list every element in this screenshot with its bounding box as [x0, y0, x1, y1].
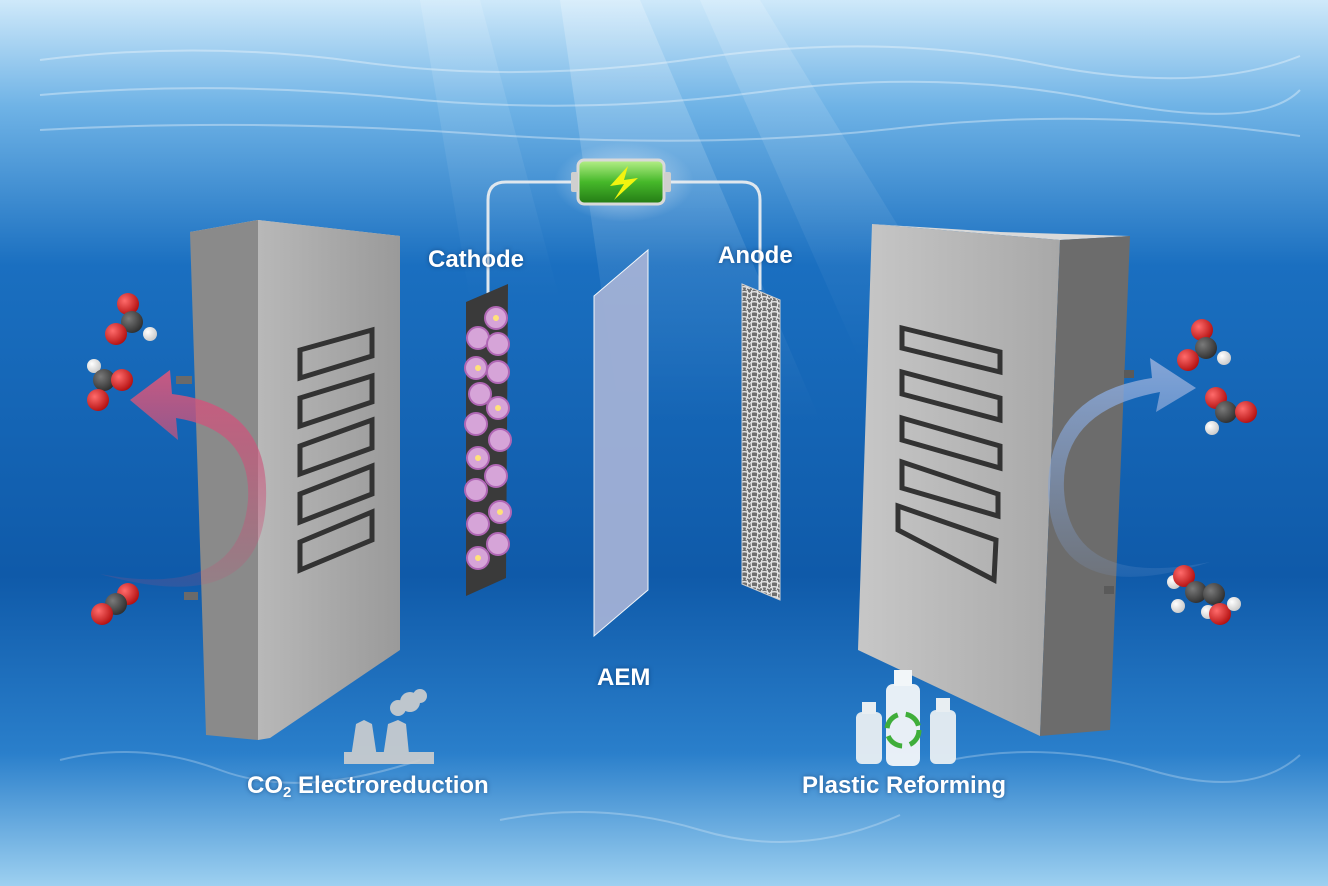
plastic-reforming-label: Plastic Reforming [802, 772, 1007, 799]
anion-exchange-membrane [593, 248, 649, 638]
membrane-label: AEM [597, 664, 651, 691]
right-end-plate [858, 224, 1134, 736]
cathode-electrode [464, 284, 512, 596]
water-caustics [59, 751, 1301, 843]
plastic-bottles-recycle-icon [856, 670, 956, 766]
left-end-plate [176, 220, 400, 740]
anode-label: Anode [718, 242, 793, 269]
left-product-arrow [100, 370, 267, 587]
factory-icon [344, 689, 434, 764]
battery-icon [554, 142, 694, 222]
external-circuit [486, 180, 762, 296]
co2-electroreduction-label: CO2 Electroreduction [247, 772, 489, 801]
cathode-label: Cathode [428, 246, 524, 273]
co2-prefix: CO [247, 772, 283, 799]
co2-subscript: 2 [283, 784, 292, 801]
catalyst-particles [464, 306, 512, 570]
right-product-arrow [1047, 358, 1210, 577]
anode-electrode [741, 283, 781, 601]
co2-suffix: Electroreduction [291, 772, 489, 799]
